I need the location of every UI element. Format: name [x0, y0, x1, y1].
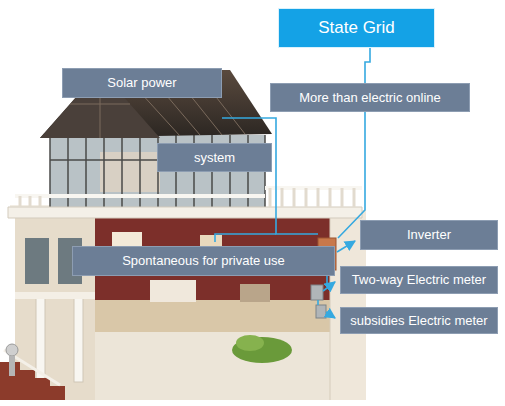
label-text: Inverter	[407, 227, 451, 243]
grid-box: State Grid	[278, 8, 435, 48]
callout-box: Inverter	[360, 220, 498, 250]
label-text: Two-way Electric meter	[352, 272, 486, 288]
label-text: subsidies Electric meter	[350, 313, 487, 329]
callout-box: subsidies Electric meter	[340, 307, 498, 334]
label-text: Spontaneous for private use	[122, 253, 285, 269]
callout-box: Solar power	[62, 68, 222, 98]
front-stairs	[0, 344, 65, 400]
callout-box: More than electric online	[270, 83, 470, 112]
callout-box: system	[157, 143, 272, 172]
balcony-railing	[8, 188, 362, 218]
label-text: Solar power	[107, 75, 176, 91]
label-text: system	[194, 150, 235, 166]
callout-box: Two-way Electric meter	[340, 266, 498, 294]
house-walls	[95, 210, 366, 400]
callout-box: Spontaneous for private use	[72, 246, 335, 276]
meter-device	[316, 305, 326, 318]
label-text: State Grid	[318, 18, 395, 38]
label-text: More than electric online	[299, 90, 441, 106]
meter-device	[311, 285, 323, 300]
